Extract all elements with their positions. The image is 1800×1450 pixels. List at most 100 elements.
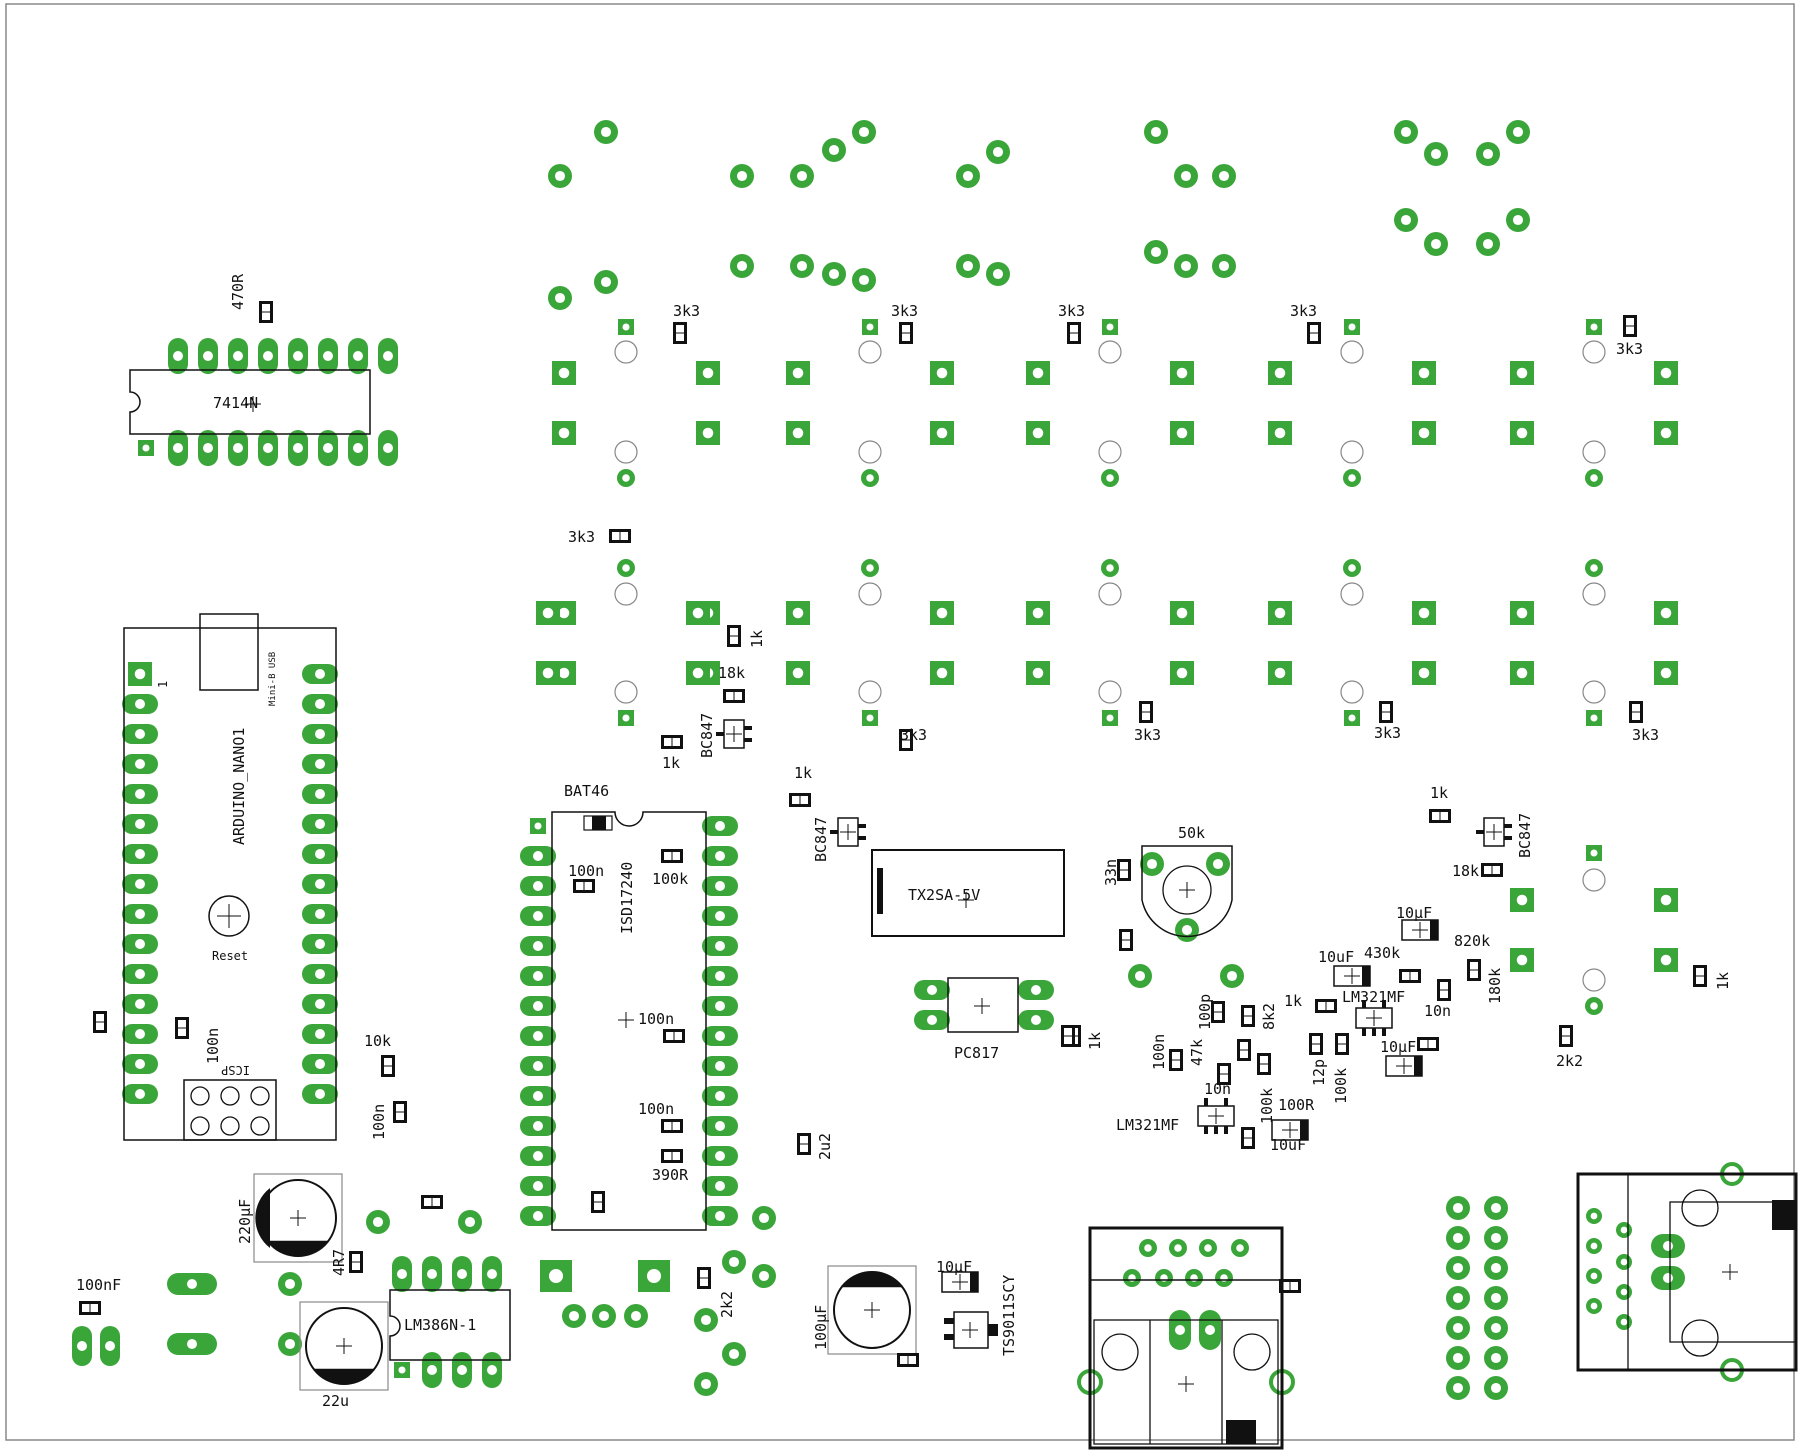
pad-drill xyxy=(858,274,870,286)
pad-drill xyxy=(828,268,840,280)
pad-drill xyxy=(1150,246,1162,258)
label-820k: 820k xyxy=(1454,932,1490,950)
pad-drill xyxy=(533,1181,543,1191)
label-bc847-3: BC847 xyxy=(1516,813,1534,858)
pad-drill xyxy=(533,1211,543,1221)
pad-drill xyxy=(533,1031,543,1041)
label-100uf: 100µF xyxy=(812,1305,830,1350)
audio-jack[interactable] xyxy=(1088,1226,1284,1450)
pad-drill xyxy=(1418,667,1430,679)
label-2u2: 2u2 xyxy=(816,1133,834,1160)
pad-drill xyxy=(173,443,183,453)
pad-drill xyxy=(135,729,145,739)
pad-drill xyxy=(284,1278,296,1290)
sot5-lead xyxy=(1382,1000,1386,1008)
label-bc847-2: BC847 xyxy=(812,817,830,862)
label-100r: 100R xyxy=(1278,1096,1315,1114)
pad-drill xyxy=(992,146,1004,158)
pad-drill xyxy=(1490,1232,1502,1244)
pad-drill xyxy=(397,1269,407,1279)
pad-drill xyxy=(398,1366,406,1374)
pad-drill xyxy=(1134,970,1146,982)
optocoupler-pc817[interactable] xyxy=(947,977,1019,1033)
arduino-nano[interactable] xyxy=(123,613,337,1141)
label-2k2-1: 2k2 xyxy=(718,1291,736,1318)
sot23-lead xyxy=(858,836,866,840)
reset-label: Reset xyxy=(212,949,248,963)
pad-drill xyxy=(715,1031,725,1041)
mounting-hole xyxy=(1582,440,1606,464)
sot5-lead xyxy=(1382,1028,1386,1036)
pad-drill xyxy=(558,667,570,679)
mounting-hole xyxy=(1582,968,1606,992)
reset-button[interactable] xyxy=(208,895,250,937)
usb-label: Mini-B USB xyxy=(268,652,278,706)
pad-drill xyxy=(1452,1292,1464,1304)
sot23-lead xyxy=(744,738,752,742)
pad-drill xyxy=(1032,607,1044,619)
pad-drill xyxy=(1660,667,1672,679)
pad-drill xyxy=(135,909,145,919)
ic-7414n[interactable]: 7414N xyxy=(129,369,371,435)
dc-jack[interactable] xyxy=(1576,1172,1798,1372)
pad-drill xyxy=(427,1269,437,1279)
label-100n-2: 100n xyxy=(638,1010,674,1028)
pad-drill xyxy=(715,1001,725,1011)
pad-drill xyxy=(630,1310,642,1322)
pad-drill xyxy=(1106,714,1114,722)
pad-drill xyxy=(792,667,804,679)
icsp-pin xyxy=(190,1086,210,1106)
sot23-lead xyxy=(1504,824,1512,828)
pad-drill xyxy=(866,323,874,331)
relay-tx2sa[interactable] xyxy=(871,849,1065,937)
pad-drill xyxy=(1418,427,1430,439)
mounting-hole xyxy=(1098,440,1122,464)
pad-drill xyxy=(792,607,804,619)
pad-drill xyxy=(1418,607,1430,619)
label-100k-1: 100k xyxy=(652,870,688,888)
pad-drill xyxy=(1490,1322,1502,1334)
pad-drill xyxy=(554,170,566,182)
pad-drill xyxy=(728,1348,740,1360)
pad-drill xyxy=(715,1151,725,1161)
label-10n-1: 10n xyxy=(1424,1002,1451,1020)
sot5-lead xyxy=(1372,1028,1376,1036)
pad-drill xyxy=(1106,564,1114,572)
pad-drill xyxy=(293,351,303,361)
label-1k-2: 1k xyxy=(662,754,680,772)
pad-drill xyxy=(1590,1272,1598,1280)
label-1k-5: 1k xyxy=(1284,992,1302,1010)
label-220uf: 220µF xyxy=(236,1199,254,1244)
pad-drill xyxy=(1452,1382,1464,1394)
pad-drill xyxy=(1400,214,1412,226)
label-10uf-5: 10µF xyxy=(936,1258,972,1276)
mounting-hole xyxy=(858,340,882,364)
mounting-hole xyxy=(858,582,882,606)
sot23-lead xyxy=(744,726,752,730)
pad-drill xyxy=(715,1181,725,1191)
pad-drill xyxy=(353,351,363,361)
potentiometer-50k[interactable] xyxy=(1141,845,1233,938)
pad-drill xyxy=(1212,858,1224,870)
pad-drill xyxy=(1348,564,1356,572)
ecap-polarity xyxy=(255,1188,270,1248)
isd-label: ISD17240 xyxy=(618,862,636,934)
pad-drill xyxy=(736,260,748,272)
pad-drill xyxy=(1663,1273,1673,1283)
pad-drill xyxy=(533,1121,543,1131)
ic-lm386[interactable] xyxy=(389,1289,511,1361)
ic-isd17240[interactable] xyxy=(551,811,707,1231)
pad-drill xyxy=(728,1256,740,1268)
pad-drill xyxy=(992,268,1004,280)
pad-drill xyxy=(315,669,325,679)
pad-drill xyxy=(736,170,748,182)
pad-drill xyxy=(187,1279,197,1289)
ecap-outline xyxy=(253,1173,343,1263)
pad-drill xyxy=(315,699,325,709)
pad-drill xyxy=(936,367,948,379)
pad-drill xyxy=(315,789,325,799)
pot-label: 50k xyxy=(1178,824,1205,842)
pad-drill xyxy=(1204,1244,1212,1252)
label-18k-2: 18k xyxy=(1452,862,1479,880)
label-100k-3: 100k xyxy=(1258,1088,1276,1124)
